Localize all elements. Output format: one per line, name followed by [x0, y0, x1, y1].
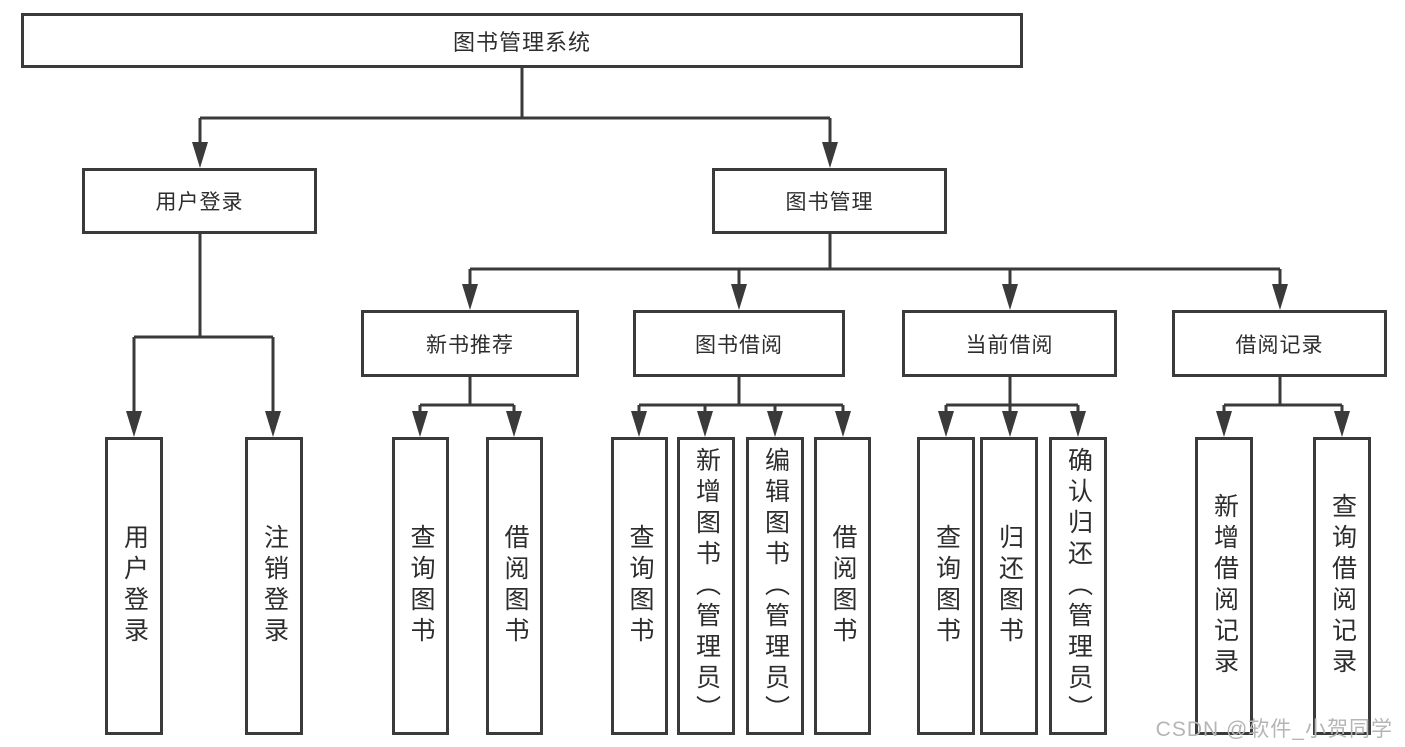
- leaf-user-login: 用户登录: [105, 437, 163, 735]
- node-book-management: 图书管理: [712, 168, 947, 234]
- leaf-label: 查询图书: [626, 524, 654, 648]
- leaf-label: 查询图书: [407, 524, 435, 648]
- leaf-label: 编辑图书（管理员）: [761, 446, 790, 726]
- node-borrowing-records: 借阅记录: [1172, 310, 1387, 377]
- node-current-borrowing: 当前借阅: [902, 310, 1117, 377]
- leaf-logout: 注销登录: [245, 437, 303, 735]
- node-new-book-recommendation: 新书推荐: [361, 310, 579, 377]
- node-user-login: 用户登录: [82, 168, 317, 234]
- leaf-label: 查询借阅记录: [1328, 493, 1357, 679]
- leaf-edit-books-admin: 编辑图书（管理员）: [746, 437, 804, 735]
- leaf-query-borrow-record: 查询借阅记录: [1313, 437, 1371, 735]
- leaf-borrow-books-recommend: 借阅图书: [486, 437, 543, 735]
- leaf-label: 借阅图书: [829, 524, 857, 648]
- leaf-confirm-return-admin: 确认归还（管理员）: [1049, 437, 1107, 735]
- leaf-label: 确认归还（管理员）: [1064, 446, 1093, 726]
- leaf-query-books-recommend: 查询图书: [392, 437, 449, 735]
- leaf-label: 新增借阅记录: [1210, 493, 1239, 679]
- csdn-watermark: CSDN @软件_小贺同学: [1155, 718, 1393, 741]
- leaf-add-borrow-record: 新增借阅记录: [1195, 437, 1253, 735]
- leaf-return-books: 归还图书: [980, 437, 1038, 735]
- leaf-query-books-borrowing: 查询图书: [611, 437, 668, 735]
- node-library-management-system: 图书管理系统: [21, 13, 1023, 68]
- leaf-borrow-books-borrowing: 借阅图书: [814, 437, 871, 735]
- leaf-label: 新增图书（管理员）: [692, 446, 721, 726]
- leaf-query-books-current: 查询图书: [917, 437, 975, 735]
- leaf-label: 查询图书: [932, 524, 961, 648]
- leaf-add-books-admin: 新增图书（管理员）: [677, 437, 735, 735]
- leaf-label: 归还图书: [995, 524, 1024, 648]
- leaf-label: 借阅图书: [501, 524, 529, 648]
- node-book-borrowing: 图书借阅: [633, 310, 845, 377]
- leaf-label: 用户登录: [120, 524, 149, 648]
- leaf-label: 注销登录: [260, 524, 289, 648]
